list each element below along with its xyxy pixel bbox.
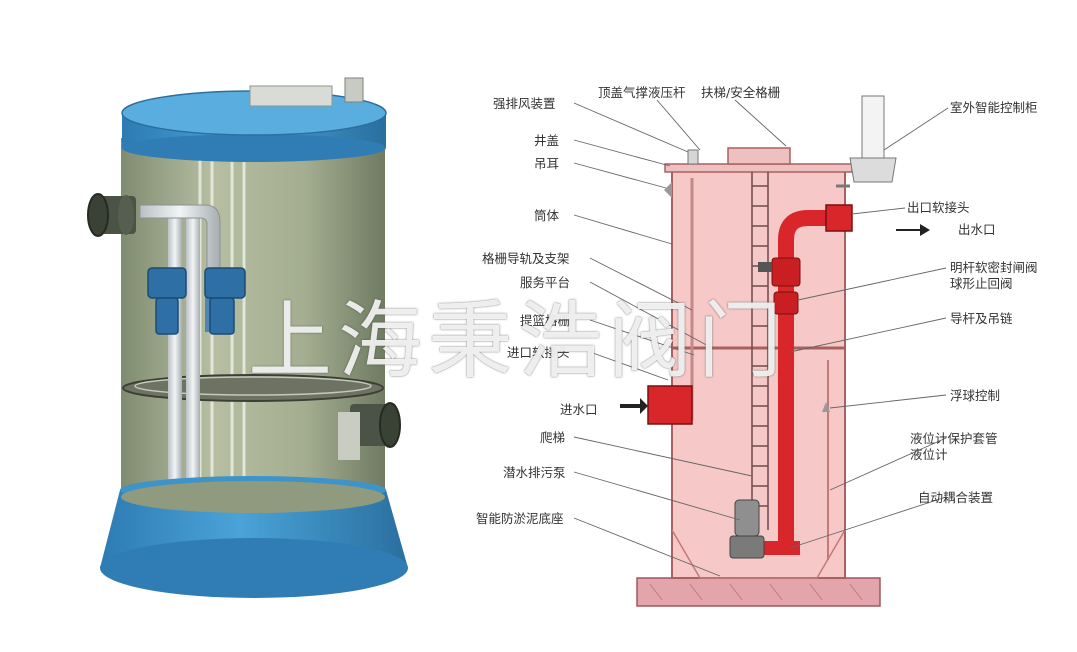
label-cover: 井盖	[534, 133, 560, 148]
section-ladder	[751, 172, 769, 530]
label-pump: 潜水排污泵	[503, 465, 566, 480]
foundation-slab	[636, 577, 881, 607]
label-grille-basket: 提篮格栅	[520, 313, 571, 328]
label-ladder: 爬梯	[540, 430, 566, 445]
tank-base	[100, 476, 408, 598]
label-valve-1: 明杆软密封闸阀	[950, 260, 1038, 275]
label-base: 智能防淤泥底座	[476, 511, 564, 526]
watermark-text: 上海秉浩阀门	[248, 292, 789, 390]
label-float: 浮球控制	[950, 388, 1001, 403]
label-outlet: 出水口	[958, 222, 996, 237]
valve-assemblies	[147, 267, 246, 335]
label-grille-rail: 格栅导轨及支架	[482, 251, 570, 266]
outlet-flange	[87, 193, 136, 237]
label-control-cabinet: 室外智能控制柜	[950, 100, 1038, 115]
label-platform: 服务平台	[520, 275, 571, 290]
label-inlet: 进水口	[560, 402, 598, 417]
section-cover	[664, 163, 853, 173]
label-body: 筒体	[534, 208, 560, 223]
label-level-meter: 液位计	[910, 447, 948, 462]
label-outlet-joint: 出口软接头	[907, 200, 970, 215]
inlet-flange	[338, 402, 401, 460]
control-cabinet	[836, 95, 897, 188]
inlet-pipe	[647, 385, 693, 425]
label-gas-strut: 顶盖气撑液压杆	[598, 85, 686, 100]
label-blower: 强排风装置	[493, 96, 556, 111]
discharge-pipe	[758, 204, 853, 555]
label-coupling: 自动耦合装置	[918, 490, 994, 505]
label-inlet-joint: 进口软接头	[507, 345, 570, 360]
top-cover	[121, 77, 387, 162]
label-guide-rod: 导杆及吊链	[950, 311, 1013, 326]
section-pump	[729, 499, 765, 559]
label-handrail: 扶梯/安全格栅	[701, 85, 781, 100]
label-valve-2: 球形止回阀	[950, 276, 1013, 291]
label-lifting-lug: 吊耳	[534, 156, 560, 171]
label-level-sleeve: 液位计保护套管	[910, 431, 998, 446]
